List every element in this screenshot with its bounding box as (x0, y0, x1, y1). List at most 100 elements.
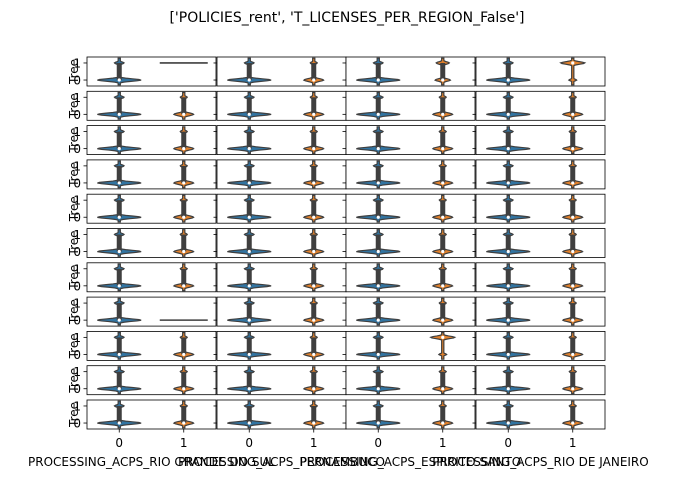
median-group-0 (247, 147, 251, 151)
violin-layer (356, 331, 457, 360)
box-group-1 (181, 131, 187, 149)
subplot-r8-c2 (342, 330, 476, 361)
outer-labels: TreeTreeTreeTreeTreeTreeTreeTreeTreeTree… (28, 59, 649, 469)
ytick-label: 0 (73, 348, 81, 362)
median-group-0 (376, 284, 380, 288)
row-ylabel: Tree (67, 368, 81, 394)
box-group-0 (116, 234, 122, 252)
median-group-1 (441, 112, 445, 116)
violin-layer (356, 57, 452, 86)
median-group-0 (506, 78, 510, 82)
subplot-r0-c2 (342, 56, 476, 87)
violin-layer (356, 400, 454, 429)
violin-layer (227, 194, 325, 223)
subplot-r7-c1 (213, 296, 347, 327)
box-group-1 (570, 234, 576, 252)
violin-layer (227, 297, 325, 326)
box-group-1 (311, 200, 317, 218)
subplot-r9-c2 (342, 365, 476, 396)
median-group-0 (247, 215, 251, 219)
median-group-1 (312, 78, 316, 82)
subplot-r5-c3 (472, 228, 606, 258)
violin-layer (356, 91, 454, 120)
column-xlabel: PROCESSING_ACPS_RIO GRANDE DO SUL (28, 455, 275, 469)
violin-layer (97, 229, 195, 257)
xtick-label: 1 (439, 436, 447, 450)
median-group-0 (117, 421, 121, 425)
box-group-0 (375, 165, 381, 183)
median-group-1 (571, 147, 575, 151)
median-group-1 (182, 387, 186, 391)
median-group-1 (182, 421, 186, 425)
subplot-r8-c1 (213, 330, 347, 361)
box-group-1 (570, 337, 576, 355)
violin-layer (486, 194, 584, 223)
ytick-label: 0 (73, 74, 81, 88)
median-group-0 (376, 352, 380, 357)
box-group-1 (181, 200, 187, 218)
median-group-0 (247, 387, 251, 391)
median-group-1 (312, 421, 316, 425)
box-group-0 (246, 268, 252, 286)
subplot-r2-c3 (472, 125, 606, 155)
row-ylabel: Tree (67, 299, 81, 325)
box-group-1 (440, 62, 446, 81)
box-group-0 (375, 131, 381, 149)
median-group-1 (312, 352, 316, 357)
xtick-label: 0 (374, 436, 382, 450)
violin-layer (356, 366, 454, 395)
box-group-0 (246, 165, 252, 183)
subplot-r6-c1 (213, 262, 347, 293)
subplot-r7-c0: 01 (73, 297, 217, 328)
box-group-1 (311, 234, 317, 252)
subplot-r8-c3 (472, 330, 606, 361)
ytick-label: 1 (73, 262, 81, 276)
violin-layer (486, 331, 584, 360)
ytick-label: 1 (73, 125, 81, 139)
row-ylabel: Tree (67, 128, 81, 154)
subplot-r2-c0: 01 (73, 125, 217, 156)
box-group-0 (505, 200, 511, 218)
violin-layer (227, 400, 325, 429)
violin-layer (97, 366, 195, 395)
box-group-1 (181, 165, 187, 183)
box-group-0 (116, 97, 122, 115)
box-group-1 (311, 303, 317, 321)
ytick-label: 0 (73, 417, 81, 431)
box-group-1 (311, 371, 317, 389)
subplot-r3-c0: 01 (73, 159, 217, 190)
box-group-0 (116, 268, 122, 286)
median-group-0 (117, 181, 121, 185)
median-group-0 (247, 352, 251, 357)
box-group-0 (246, 200, 252, 218)
violin-layer (486, 91, 584, 120)
median-group-0 (506, 318, 510, 322)
box-group-0 (505, 371, 511, 389)
box-group-1 (311, 268, 317, 286)
median-group-1 (441, 421, 445, 425)
violin-layer (227, 126, 325, 155)
box-group-0 (505, 337, 511, 355)
subplot-r2-c1 (213, 125, 347, 155)
median-group-0 (117, 78, 121, 82)
median-group-0 (376, 78, 380, 82)
ytick-label: 1 (73, 56, 81, 70)
median-group-0 (506, 181, 510, 185)
xtick-label: 0 (245, 436, 253, 450)
violin-layer (356, 263, 454, 292)
median-group-0 (117, 147, 121, 151)
ytick-label: 0 (73, 108, 81, 122)
median-group-0 (117, 352, 121, 357)
subplot-frame (345, 262, 476, 293)
column-xlabel: PROCESSING_ACPS_RIO DE JANEIRO (432, 455, 648, 469)
subplot-r4-c2 (342, 193, 476, 224)
median-group-0 (376, 112, 380, 116)
box-group-0 (116, 131, 122, 149)
violin-layer (227, 91, 325, 120)
median-group-0 (506, 249, 510, 254)
median-group-0 (117, 284, 121, 288)
median-group-1 (571, 318, 575, 322)
